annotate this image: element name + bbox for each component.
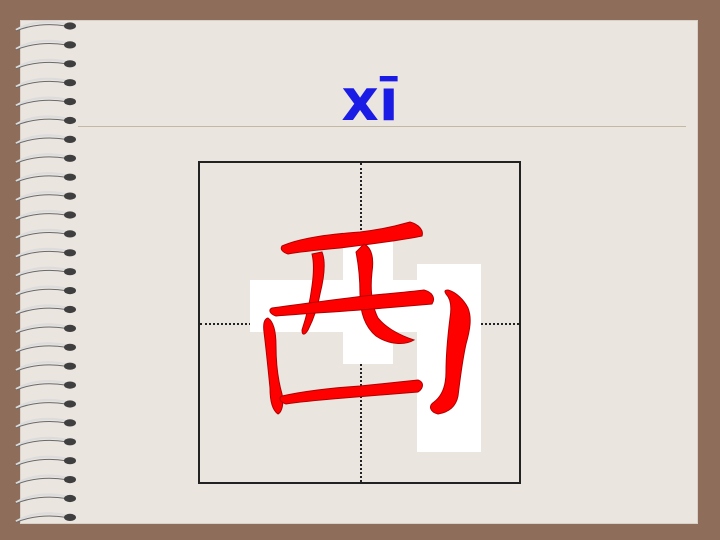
spiral-wire — [15, 96, 67, 107]
spiral-hole — [64, 173, 76, 181]
spiral-wire-shadow — [15, 43, 67, 51]
spiral-wire-shadow — [15, 288, 67, 297]
spiral-hole — [64, 362, 76, 370]
spiral-hole — [64, 79, 76, 87]
spiral-wire — [15, 39, 67, 50]
spiral-hole — [64, 60, 76, 68]
spiral-hole — [64, 324, 76, 332]
spiral-wire-shadow — [15, 118, 67, 126]
pinyin-label: xī — [341, 66, 399, 134]
spiral-wire-shadow — [15, 80, 67, 89]
spiral-hole — [64, 154, 76, 162]
spiral-wire — [15, 455, 67, 466]
stroke-middle-horizontal — [269, 289, 435, 317]
spiral-hole — [64, 211, 76, 219]
spiral-wire — [15, 247, 67, 258]
stroke-right-short-vertical — [355, 243, 416, 344]
spiral-hole — [64, 41, 76, 49]
spiral-hole — [64, 513, 76, 521]
spiral-wire — [15, 512, 67, 523]
spiral-hole — [64, 400, 76, 408]
spiral-hole — [64, 287, 76, 295]
spiral-wire-shadow — [15, 496, 67, 504]
spiral-wire-shadow — [15, 421, 67, 429]
spiral-wire-shadow — [15, 213, 67, 221]
spiral-hole — [64, 192, 76, 200]
spiral-hole — [64, 22, 76, 30]
spiral-hole — [64, 419, 76, 427]
spiral-wire — [15, 417, 67, 428]
spiral-wire — [15, 361, 67, 372]
stroke-left-short-vertical — [301, 251, 325, 335]
spiral-wire-shadow — [15, 99, 67, 108]
spiral-wire — [15, 285, 67, 296]
spiral-wire — [15, 342, 67, 353]
spiral-wire — [15, 20, 67, 31]
spiral-hole — [64, 268, 76, 276]
spiral-wire — [15, 153, 67, 164]
spiral-wire-shadow — [15, 61, 67, 70]
spiral-hole — [64, 494, 76, 503]
spiral-wire — [15, 266, 67, 277]
spiral-hole — [64, 135, 76, 143]
spiral-wire — [15, 191, 67, 202]
stroke-bottom-horizontal — [279, 379, 423, 405]
stroke-outer-left-vertical — [263, 317, 284, 415]
spiral-hole — [64, 476, 76, 484]
spiral-wire-shadow — [15, 515, 67, 523]
spiral-wire-shadow — [15, 458, 67, 467]
spiral-wire-shadow — [15, 326, 67, 334]
spiral-wire-shadow — [15, 477, 67, 486]
spiral-wire-shadow — [15, 307, 67, 315]
spiral-wire — [15, 228, 67, 239]
spiral-hole — [64, 98, 76, 106]
spiral-wire — [15, 58, 67, 69]
spiral-wire — [15, 398, 67, 409]
spiral-wire — [15, 172, 67, 183]
spiral-wire — [15, 493, 67, 504]
spiral-wire — [15, 436, 67, 447]
spiral-wire-shadow — [15, 194, 67, 202]
stroke-top-horizontal — [280, 221, 423, 255]
spiral-hole — [64, 249, 76, 257]
spiral-hole — [64, 457, 76, 465]
spiral-wire-shadow — [15, 232, 67, 240]
spiral-wire — [15, 474, 67, 485]
spiral-wire-shadow — [15, 175, 67, 183]
spiral-wire-shadow — [15, 156, 67, 164]
spiral-wire-shadow — [15, 364, 67, 372]
spiral-wire-shadow — [15, 402, 67, 410]
spiral-binding-icon — [15, 20, 76, 523]
spiral-hole — [64, 230, 76, 238]
spiral-hole — [64, 438, 76, 446]
stroke-outer-right-vertical-hook — [430, 289, 471, 415]
spiral-hole — [64, 116, 76, 125]
spiral-wire-shadow — [15, 439, 67, 448]
spiral-wire-shadow — [15, 269, 67, 278]
spiral-wire — [15, 134, 67, 145]
spiral-wire — [15, 209, 67, 220]
spiral-wire-shadow — [15, 24, 67, 32]
spiral-wire-shadow — [15, 383, 67, 391]
spiral-wire — [15, 304, 67, 315]
spiral-wire-shadow — [15, 345, 67, 353]
ruled-line — [78, 126, 686, 127]
spiral-hole — [64, 305, 76, 314]
spiral-wire-shadow — [15, 250, 67, 259]
spiral-wire-shadow — [15, 137, 67, 145]
spiral-wire — [15, 115, 67, 126]
spiral-wire — [15, 77, 67, 88]
spiral-hole — [64, 381, 76, 389]
spiral-wire — [15, 380, 67, 391]
spiral-wire — [15, 323, 67, 334]
spiral-hole — [64, 343, 76, 351]
